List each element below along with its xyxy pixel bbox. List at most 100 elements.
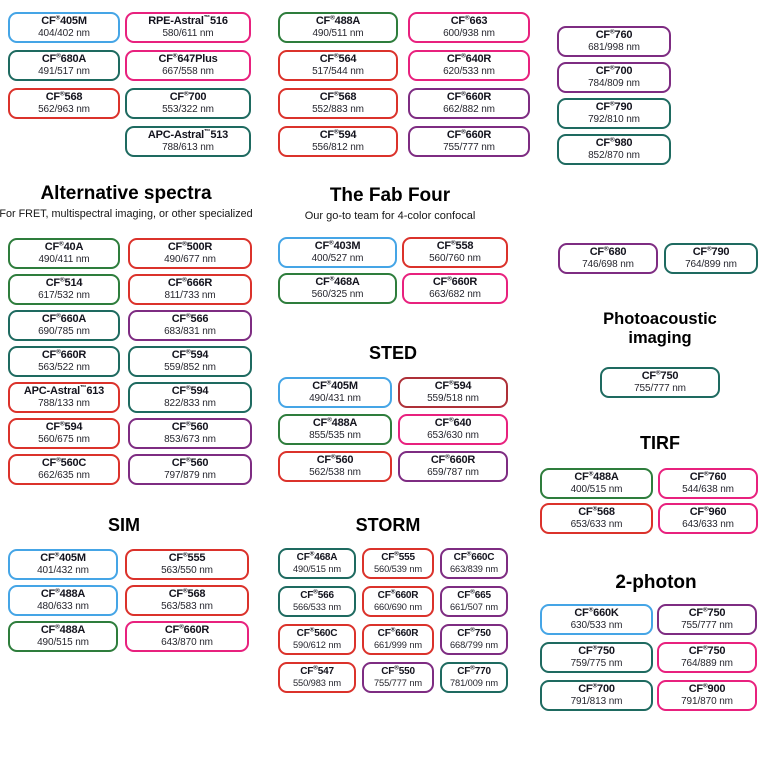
dye-name: CF®660K bbox=[574, 606, 619, 619]
dye-name: CF®560 bbox=[171, 456, 209, 469]
dye-ex-em-value: 855/535 nm bbox=[309, 430, 361, 442]
dye-ex-em-value: 553/322 nm bbox=[162, 104, 214, 116]
dye-name: CF®468A bbox=[296, 550, 338, 563]
dye-ex-em-value: 746/698 nm bbox=[582, 259, 634, 271]
dye-ex-em-value: 788/613 nm bbox=[162, 142, 214, 154]
dye-ex-em-value: 822/833 nm bbox=[164, 398, 216, 410]
dye-ex-em-value: 683/831 nm bbox=[164, 326, 216, 338]
dye-ex-em-value: 759/775 nm bbox=[570, 658, 623, 670]
dye-ex-em-value: 764/889 nm bbox=[681, 658, 733, 670]
section-header-tirf: TIRF bbox=[600, 433, 720, 454]
dye-name: CF®594 bbox=[45, 420, 83, 433]
dye-ex-em-value: 490/515 nm bbox=[37, 637, 89, 649]
dye-ex-em-value: 811/733 nm bbox=[164, 290, 216, 302]
dye-name: CF®594 bbox=[319, 128, 357, 141]
dye-name: CF®660R bbox=[430, 453, 476, 466]
dye-ex-em-value: 755/777 nm bbox=[634, 383, 686, 395]
dye-name: CF®594 bbox=[434, 379, 472, 392]
dye-name: CF®663 bbox=[450, 14, 488, 27]
dye-ex-em-value: 480/633 nm bbox=[37, 601, 89, 613]
dye-ex-em-value: 566/533 nm bbox=[292, 601, 342, 612]
dye-ex-em-value: 791/813 nm bbox=[570, 696, 623, 708]
section-header-sim: SIM bbox=[0, 515, 248, 536]
dye-name: CF®660C bbox=[453, 550, 495, 563]
dye-ex-em-value: 681/998 nm bbox=[588, 42, 640, 54]
dye-ex-em-value: 755/777 nm bbox=[681, 620, 733, 632]
dye-ex-em-value: 560/539 nm bbox=[373, 563, 423, 574]
dye-ex-em-value: 661/999 nm bbox=[373, 639, 423, 650]
dye-name: CF®468A bbox=[315, 275, 360, 288]
dye-ex-em-value: 550/983 nm bbox=[292, 677, 342, 688]
dye-ex-em-value: 544/638 nm bbox=[682, 484, 734, 496]
dye-ex-em-value: 643/633 nm bbox=[682, 519, 734, 531]
dye-name: CF®405M bbox=[41, 14, 87, 27]
dye-name: CF®660R bbox=[164, 623, 210, 636]
dye-name: CF®790 bbox=[692, 245, 730, 258]
dye-ex-em-value: 559/852 nm bbox=[164, 362, 216, 374]
dye-name: CF®640R bbox=[446, 52, 492, 65]
dye-name: CF®640 bbox=[434, 416, 472, 429]
dye-name: CF®568 bbox=[319, 90, 357, 103]
dye-name: CF®660A bbox=[41, 312, 87, 325]
dye-ex-em-value: 617/532 nm bbox=[38, 290, 90, 302]
dye-ex-em-value: 653/630 nm bbox=[427, 430, 479, 442]
dye-ex-em-value: 784/809 nm bbox=[588, 78, 640, 90]
section-header-photoacoustic-imaging: Photoacoustic imaging bbox=[595, 310, 725, 348]
dye-ex-em-value: 764/899 nm bbox=[685, 259, 737, 271]
dye-name: CF®960 bbox=[689, 505, 727, 518]
dye-name: CF®488A bbox=[40, 587, 86, 600]
dye-ex-em-value: 404/402 nm bbox=[38, 28, 90, 40]
dye-ex-em-value: 491/517 nm bbox=[38, 66, 90, 78]
dye-name: CF®550 bbox=[381, 664, 415, 677]
dye-name: CF®660R bbox=[377, 626, 419, 639]
dye-ex-em-value: 659/787 nm bbox=[427, 467, 479, 479]
dye-name: CF®500R bbox=[167, 240, 213, 253]
dye-ex-em-value: 653/633 nm bbox=[570, 519, 623, 531]
dye-name: CF®566 bbox=[171, 312, 209, 325]
dye-name: CF®760 bbox=[595, 28, 633, 41]
dye-ex-em-value: 560/325 nm bbox=[311, 289, 364, 301]
section-header-two-photon: 2-photon bbox=[596, 572, 716, 594]
two-photon-title: 2-photon bbox=[615, 572, 697, 593]
dye-ex-em-value: 563/522 nm bbox=[38, 362, 90, 374]
dye-ex-em-value: 490/677 nm bbox=[164, 254, 216, 266]
dye-name: CF®980 bbox=[595, 136, 633, 149]
dye-ex-em-value: 562/963 nm bbox=[38, 104, 90, 116]
dye-ex-em-value: 580/611 nm bbox=[162, 28, 214, 40]
dye-name: CF®750 bbox=[641, 369, 679, 382]
fab-four-title: The Fab Four bbox=[329, 185, 451, 206]
dye-name: CF®555 bbox=[381, 550, 415, 563]
